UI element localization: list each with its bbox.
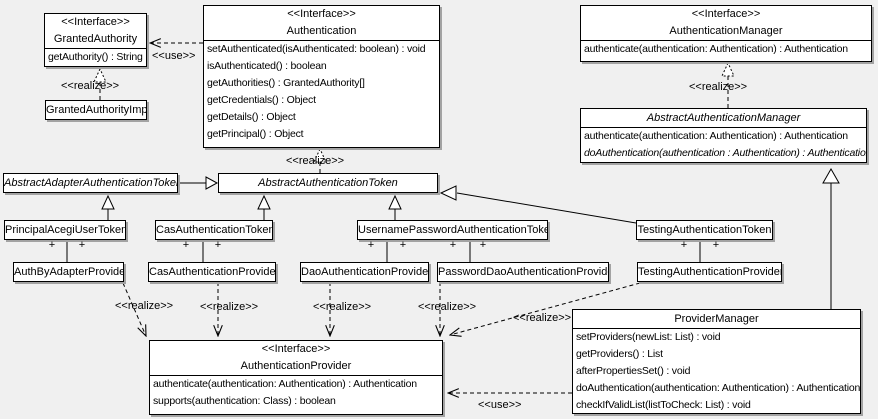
method: getCredentials() : Object <box>207 94 316 106</box>
association-plus: + <box>712 239 720 251</box>
class-name: TestingAuthenticationProvider <box>638 266 782 278</box>
association-plus: + <box>399 239 407 251</box>
association-plus: + <box>182 239 190 251</box>
class-authbyadapterprovider[interactable]: AuthByAdapterProvider <box>13 262 124 282</box>
class-name: AbstractAdapterAuthenticationToken <box>4 177 178 189</box>
method: authenticate(authentication: Authenticat… <box>584 130 848 142</box>
class-name: GrantedAuthorityImpl <box>46 104 147 116</box>
method: isAuthenticated() : boolean <box>207 60 327 72</box>
class-daoauthenticationprovider[interactable]: DaoAuthenticationProvider <box>300 262 429 282</box>
realize-label: <<realize>> <box>61 80 120 92</box>
method: getDetails() : Object <box>207 111 296 123</box>
method: checkIfValidList(listToCheck: List) : vo… <box>576 399 751 411</box>
class-header: <<Interface>> GrantedAuthority <box>45 14 146 49</box>
association-plus: + <box>48 239 56 251</box>
class-name: Authentication <box>286 25 357 37</box>
realize-label: <<realize>> <box>418 301 477 313</box>
class-abstractadapterauthenticationtoken[interactable]: AbstractAdapterAuthenticationToken <box>3 173 178 193</box>
generalization-principal-token <box>101 194 115 220</box>
class-name: GrantedAuthority <box>53 33 138 45</box>
generalization-usernamepassword-token <box>388 194 402 220</box>
class-name: AuthenticationProvider <box>240 360 352 372</box>
realize-label: <<realize>> <box>200 301 259 313</box>
class-usernamepasswordauthenticationtoken[interactable]: UsernamePasswordAuthenticationToken <box>357 220 548 240</box>
class-name: AuthenticationManager <box>669 25 783 37</box>
realize-label: <<realize>> <box>313 301 372 313</box>
realize-label: <<realize>> <box>689 81 748 93</box>
generalization-providermanager <box>822 167 840 309</box>
method: doAuthentication(authentication: Authent… <box>576 382 860 394</box>
class-name: PrincipalAcegiUserToken <box>5 224 126 236</box>
class-authenticationmanager[interactable]: <<Interface>> AuthenticationManager auth… <box>580 5 872 62</box>
method: setAuthenticated(isAuthenticated: boolea… <box>207 43 426 55</box>
method: supports(authentication: Class) : boolea… <box>153 395 336 407</box>
method: doAuthentication(authentication : Authen… <box>584 147 866 159</box>
stereotype: <<Interface>> <box>691 8 761 20</box>
realize-label: <<realize>> <box>513 312 572 324</box>
class-abstractauthenticationtoken[interactable]: AbstractAuthenticationToken <box>218 173 438 193</box>
class-name: UsernamePasswordAuthenticationToken <box>358 224 548 236</box>
generalization-adapter-token-to-abstract-token <box>178 176 219 190</box>
class-authentication[interactable]: <<Interface>> Authentication setAuthenti… <box>203 5 440 148</box>
class-header: AbstractAuthenticationManager <box>581 109 866 128</box>
generalization-cas-token <box>257 194 271 220</box>
use-label: <<use>> <box>152 50 196 62</box>
class-header: <<Interface>> AuthenticationManager <box>581 6 871 41</box>
class-casauthenticationtoken[interactable]: CasAuthenticationToken <box>155 220 273 240</box>
association-plus: + <box>680 239 688 251</box>
class-authenticationprovider[interactable]: <<Interface>> AuthenticationProvider aut… <box>149 340 443 415</box>
class-name: CasAuthenticationToken <box>156 224 273 236</box>
stereotype: <<Interface>> <box>261 343 331 355</box>
generalization-testing-token <box>439 185 637 224</box>
method: getPrincipal() : Object <box>207 128 304 140</box>
class-providermanager[interactable]: ProviderManager setProviders(newList: Li… <box>572 309 861 414</box>
association-plus: + <box>449 239 457 251</box>
class-name: PasswordDaoAuthenticationProvider <box>438 266 609 278</box>
association-plus: + <box>479 239 487 251</box>
stereotype: <<Interface>> <box>61 16 130 28</box>
method: afterPropertiesSet() : void <box>576 365 691 377</box>
realize-label: <<realize>> <box>286 155 345 167</box>
class-name: AuthByAdapterProvider <box>14 266 124 278</box>
association-plus: + <box>78 239 86 251</box>
class-header: ProviderManager <box>573 310 860 329</box>
association-plus: + <box>214 239 222 251</box>
class-name: CasAuthenticationProvider <box>149 266 276 278</box>
method: getAuthority() : String <box>48 51 143 63</box>
class-testingauthenticationprovider[interactable]: TestingAuthenticationProvider <box>637 262 782 282</box>
class-casauthenticationprovider[interactable]: CasAuthenticationProvider <box>148 262 276 282</box>
class-passworddaoauthenticationprovider[interactable]: PasswordDaoAuthenticationProvider <box>437 262 609 282</box>
class-name: DaoAuthenticationProvider <box>301 266 429 278</box>
realize-label: <<realize>> <box>115 300 174 312</box>
method: getProviders() : List <box>576 348 663 360</box>
class-grantedauthority[interactable]: <<Interface>> GrantedAuthority getAuthor… <box>44 13 147 67</box>
class-name: AbstractAuthenticationToken <box>258 177 398 189</box>
method: authenticate(authentication: Authenticat… <box>153 378 417 390</box>
class-name: AbstractAuthenticationManager <box>646 112 801 124</box>
method: getAuthorities() : GrantedAuthority[] <box>207 77 365 89</box>
class-principalacegiusertoken[interactable]: PrincipalAcegiUserToken <box>4 220 126 240</box>
class-name: ProviderManager <box>674 313 759 325</box>
class-grantedauthorityimpl[interactable]: GrantedAuthorityImpl <box>45 100 147 120</box>
method: authenticate(authentication: Authenticat… <box>584 43 848 55</box>
method: setProviders(newList: List) : void <box>576 331 721 343</box>
class-abstractauthenticationmanager[interactable]: AbstractAuthenticationManager authentica… <box>580 108 867 163</box>
class-name: TestingAuthenticationToken <box>637 224 772 236</box>
association-plus: + <box>367 239 375 251</box>
stereotype: <<Interface>> <box>287 8 356 20</box>
class-header: <<Interface>> Authentication <box>204 6 439 41</box>
class-testingauthenticationtoken[interactable]: TestingAuthenticationToken <box>636 220 773 240</box>
use-label: <<use>> <box>478 399 522 411</box>
class-header: <<Interface>> AuthenticationProvider <box>150 341 442 376</box>
